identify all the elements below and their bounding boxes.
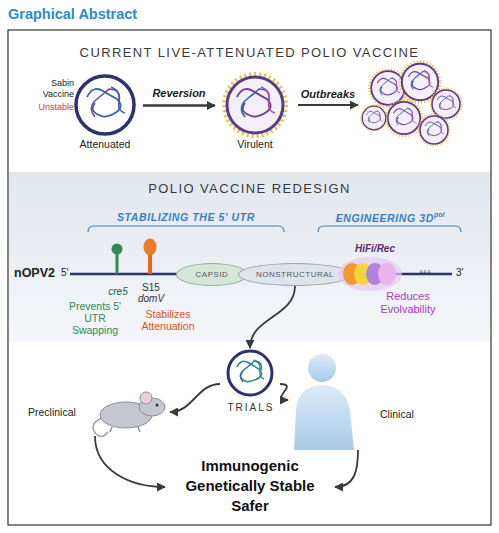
flow-arrow <box>280 384 288 400</box>
nopv2-virus <box>228 351 272 395</box>
outbreak-virus <box>419 115 450 146</box>
domv-stem <box>148 255 152 274</box>
mouse-feet <box>110 427 140 432</box>
node-text: Virulent <box>215 138 295 150</box>
virus-capsid <box>76 76 134 134</box>
heading-text: ENGINEERING 3D <box>336 212 434 224</box>
attenuated-virus <box>76 76 134 134</box>
node-text: TRIALS <box>220 402 282 414</box>
virus-genome <box>254 360 264 379</box>
redesign-band: POLIO VACCINE REDESIGN CAPSIDNONSTRUCTURA… <box>9 172 490 342</box>
node-text: Immunogenic Genetically Stable Safer <box>165 456 335 516</box>
node-text: NONSTRUCTURAL <box>239 264 351 285</box>
annotation-text: 3' <box>456 267 463 279</box>
node-text: Unstable <box>36 102 74 112</box>
outbreak-arrow <box>298 104 358 106</box>
outbreak-virus <box>431 89 462 120</box>
flow-arrow <box>335 450 358 487</box>
virulent-virus-node: Virulent <box>215 58 295 153</box>
hifi-domain <box>354 263 372 285</box>
flow-arrow <box>95 436 165 487</box>
hifi-glow <box>338 257 402 291</box>
title-text: Graphical Abstract <box>8 6 137 23</box>
node-text: CAPSID <box>177 264 247 285</box>
outbreak-virus <box>386 100 422 136</box>
mouse-ear <box>140 392 152 404</box>
outbreak-virus <box>369 69 406 106</box>
virus-genome <box>240 361 261 382</box>
outer-frame <box>8 30 491 525</box>
node-text: CURRENT LIVE-ATTENUATED POLIO VACCINE <box>9 46 490 61</box>
pol-heading: ENGINEERING 3Dpol <box>320 211 460 224</box>
person-body <box>294 385 354 450</box>
utr-bracket <box>88 226 284 232</box>
person-head <box>308 354 336 382</box>
virus-genome <box>237 361 262 381</box>
cre5-loop <box>112 244 123 255</box>
annotation-text: Stabilizes Attenuation <box>135 308 201 332</box>
annotation-text: cre5 <box>100 286 136 298</box>
annotation-text: HiFi/Rec <box>346 243 404 255</box>
node-text: Attenuated <box>65 138 145 150</box>
virus-capsid <box>228 351 272 395</box>
mouse-node: Preclinical <box>20 388 170 436</box>
annotation-text: nOPV2 <box>14 266 55 280</box>
trials-virus-node: TRIALS <box>220 348 280 420</box>
pol-bracket <box>318 226 461 232</box>
virus-genome <box>87 89 121 117</box>
flow-arrow <box>250 286 295 348</box>
flow-arrow <box>143 104 215 106</box>
virus-genome <box>91 89 119 117</box>
top-panel: CURRENT LIVE-ATTENUATED POLIO VACCINESab… <box>9 31 490 169</box>
annotation-text: Outbreaks <box>296 88 360 101</box>
annotation-text: STABILIZING THE 5' UTR <box>88 211 284 223</box>
mouse-illustration <box>93 392 165 437</box>
rec-domain <box>366 263 384 285</box>
annotation-text: 5' <box>61 267 68 279</box>
edge-label: Reversion <box>139 87 219 100</box>
virulent-virus <box>224 74 286 136</box>
annotation-text: AAA <box>419 269 431 276</box>
nonstructural-oval: NONSTRUCTURAL <box>238 263 352 286</box>
node-text: Preclinical <box>28 406 100 418</box>
annotation-text: Reduces Evolvability <box>372 290 444 315</box>
mouse-eye <box>156 404 159 407</box>
annotation-text: domV <box>134 293 168 305</box>
node-text: POLIO VACCINE REDESIGN <box>9 182 490 197</box>
outbreak-virus <box>361 105 387 131</box>
node-text: Clinical <box>380 408 430 420</box>
annotation-text: Prevents 5' UTR Swapping <box>65 300 125 336</box>
annotation-text: S15 <box>136 282 166 294</box>
person-node: Clinical <box>288 350 428 450</box>
rec-domain <box>378 263 396 285</box>
virus-genome <box>111 87 125 113</box>
redesign-band <box>9 172 490 342</box>
flow-arrow <box>170 384 220 412</box>
hifi-domain <box>343 263 361 285</box>
person-illustration <box>294 354 354 450</box>
heading-text: pol <box>434 211 445 218</box>
attenuated-virus-node: Sabin VaccineUnstableAttenuated <box>40 58 143 153</box>
cre5-stem <box>116 254 119 274</box>
node-text: Sabin Vaccine <box>40 78 74 100</box>
domv-loop <box>144 239 157 256</box>
outcome-node: Immunogenic Genetically Stable Safer <box>165 456 335 518</box>
